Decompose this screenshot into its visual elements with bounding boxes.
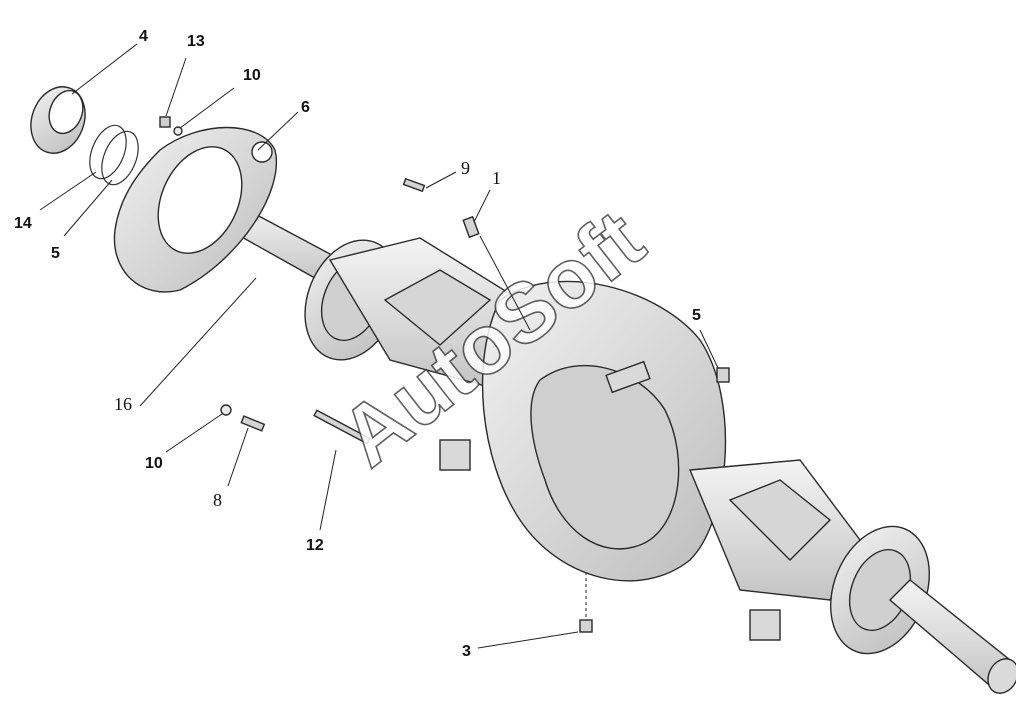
callout-3: 3 bbox=[462, 643, 471, 660]
callout-5-right: 5 bbox=[692, 307, 701, 324]
leader-lines bbox=[39, 43, 719, 649]
callout-14: 14 bbox=[14, 215, 32, 232]
bolt-part-8 bbox=[240, 415, 266, 432]
callout-13: 13 bbox=[187, 33, 205, 50]
callout-6: 6 bbox=[301, 99, 310, 116]
callout-5-left: 5 bbox=[51, 245, 60, 262]
callout-10-top: 10 bbox=[243, 67, 261, 84]
washer-part-10-top bbox=[173, 126, 183, 136]
bearing-ring-part-4 bbox=[30, 86, 86, 154]
callout-16: 16 bbox=[114, 394, 132, 414]
nut-part-13 bbox=[159, 116, 171, 128]
callout-12: 12 bbox=[306, 537, 324, 554]
washer-part-10-bottom bbox=[220, 404, 232, 416]
plug-part-1 bbox=[462, 215, 480, 239]
callout-8: 8 bbox=[213, 490, 222, 510]
callout-labels: 4 13 10 6 14 5 9 1 5 16 10 8 12 3 bbox=[14, 28, 701, 660]
plug-part-3 bbox=[579, 619, 593, 633]
callout-10-bottom: 10 bbox=[145, 455, 163, 472]
plug-part-5-right bbox=[716, 367, 730, 383]
o-rings-part-14-5 bbox=[89, 124, 139, 186]
axle-housing bbox=[212, 202, 1016, 694]
callout-9: 9 bbox=[461, 158, 470, 178]
stud-part-12 bbox=[313, 409, 371, 445]
bracket-plate-part-6 bbox=[113, 126, 278, 293]
callout-4: 4 bbox=[139, 28, 148, 45]
callout-1: 1 bbox=[492, 168, 501, 188]
bolt-part-9 bbox=[402, 177, 426, 193]
